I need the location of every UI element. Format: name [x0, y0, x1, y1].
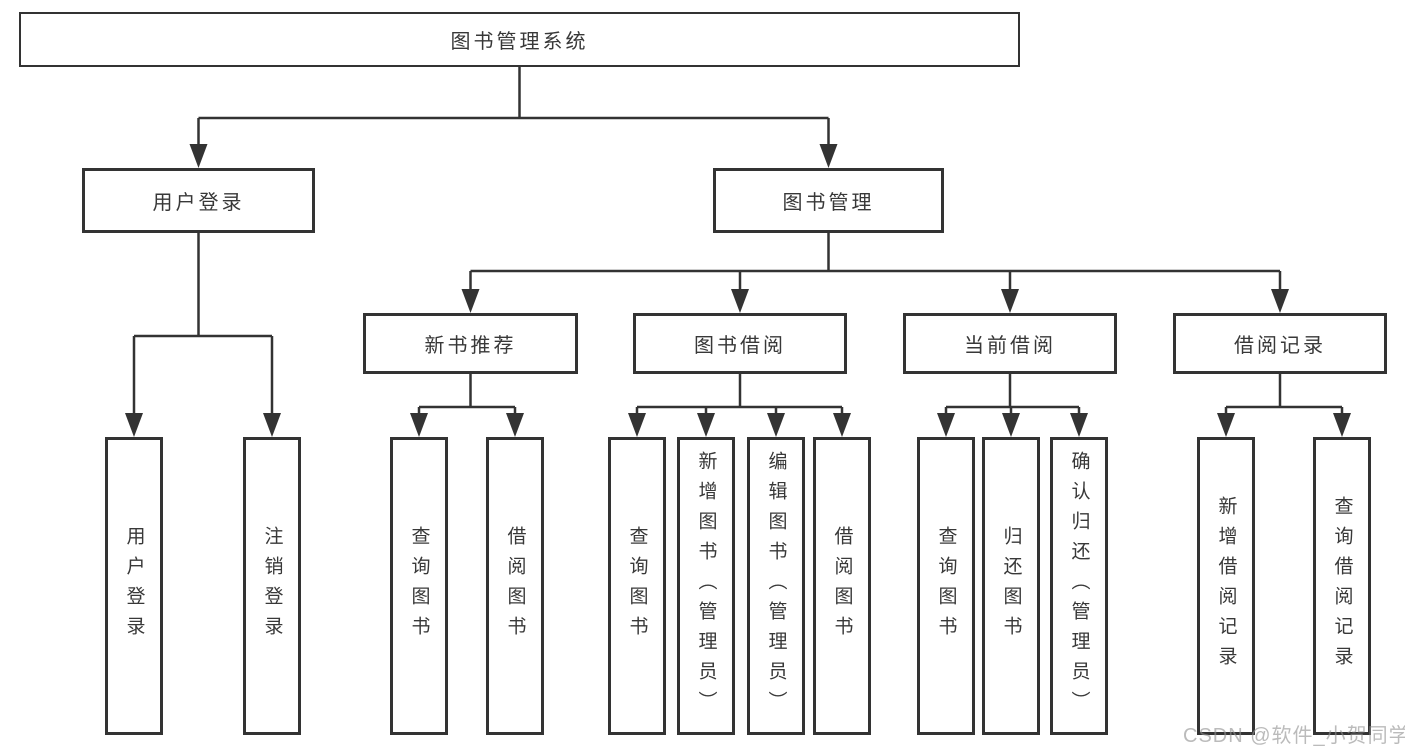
leaf-query-books-2-label: 查询图书 — [626, 526, 648, 646]
leaf-logout: 注销登录 — [243, 437, 301, 735]
leaf-query-books-3-label: 查询图书 — [935, 526, 957, 646]
leaf-return-books: 归还图书 — [982, 437, 1040, 735]
node-book-borrow-label: 图书借阅 — [694, 335, 786, 357]
node-new-book-recommend: 新书推荐 — [363, 313, 578, 374]
connector-book-borrow-to-leaves — [628, 374, 851, 437]
leaf-user-login-label: 用户登录 — [123, 526, 145, 646]
leaf-add-borrow-record-label: 新增借阅记录 — [1215, 496, 1237, 676]
node-root-label: 图书管理系统 — [450, 31, 589, 53]
connector-new-books-to-leaves — [410, 374, 524, 437]
connector-borrow-records-to-leaves — [1217, 374, 1351, 437]
node-user-login: 用户登录 — [82, 168, 315, 233]
leaf-borrow-books-2-label: 借阅图书 — [831, 526, 853, 646]
leaf-edit-books-admin: 编辑图书（管理员） — [747, 437, 805, 735]
leaf-user-login: 用户登录 — [105, 437, 163, 735]
csdn-watermark: CSDN @软件_小贺同学 — [1183, 725, 1405, 747]
connector-user-login-to-leaves — [125, 233, 281, 437]
node-book-borrow: 图书借阅 — [633, 313, 847, 374]
leaf-edit-books-admin-label: 编辑图书（管理员） — [765, 451, 787, 721]
node-new-book-recommend-label: 新书推荐 — [424, 335, 517, 357]
node-current-borrow: 当前借阅 — [903, 313, 1117, 374]
leaf-query-books-1-label: 查询图书 — [408, 526, 430, 646]
leaf-logout-label: 注销登录 — [261, 526, 283, 646]
node-borrow-records-label: 借阅记录 — [1234, 335, 1326, 357]
leaf-add-books-admin: 新增图书（管理员） — [677, 437, 735, 735]
leaf-add-borrow-record: 新增借阅记录 — [1197, 437, 1255, 735]
leaf-query-books-1: 查询图书 — [390, 437, 448, 735]
node-book-management: 图书管理 — [713, 168, 944, 233]
node-current-borrow-label: 当前借阅 — [964, 335, 1056, 357]
connector-book-mgmt-to-level2 — [461, 233, 1289, 313]
leaf-query-books-3: 查询图书 — [917, 437, 975, 735]
leaf-confirm-return-admin: 确认归还（管理员） — [1050, 437, 1108, 735]
leaf-borrow-books-2: 借阅图书 — [813, 437, 871, 735]
leaf-query-books-2: 查询图书 — [608, 437, 666, 735]
leaf-add-books-admin-label: 新增图书（管理员） — [695, 451, 717, 721]
leaf-borrow-books-1-label: 借阅图书 — [504, 526, 526, 646]
leaf-query-borrow-record-label: 查询借阅记录 — [1331, 496, 1353, 676]
node-user-login-label: 用户登录 — [152, 192, 245, 214]
node-borrow-records: 借阅记录 — [1173, 313, 1387, 374]
node-book-management-label: 图书管理 — [782, 192, 875, 214]
node-root-library-system: 图书管理系统 — [19, 12, 1020, 67]
leaf-query-borrow-record: 查询借阅记录 — [1313, 437, 1371, 735]
connector-current-borrow-to-leaves — [937, 374, 1088, 437]
leaf-return-books-label: 归还图书 — [1000, 526, 1022, 646]
leaf-borrow-books-1: 借阅图书 — [486, 437, 544, 735]
leaf-confirm-return-admin-label: 确认归还（管理员） — [1068, 451, 1090, 721]
connector-root-to-level1 — [189, 67, 838, 168]
